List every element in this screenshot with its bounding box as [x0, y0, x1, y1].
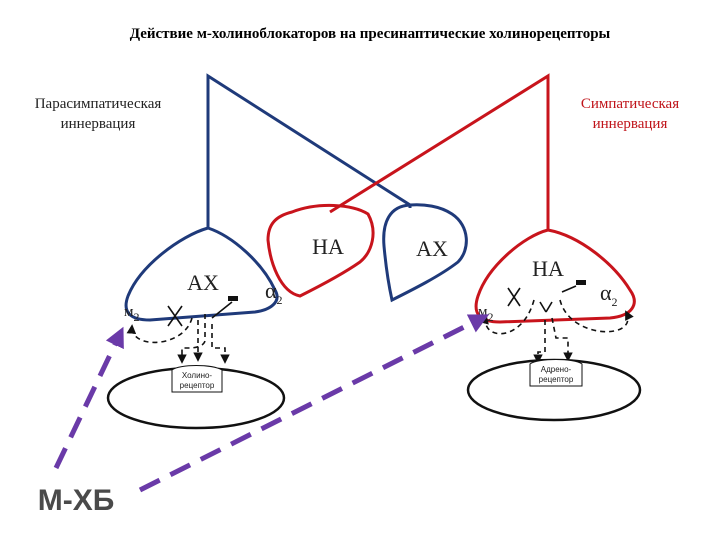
right-m2-label: м2	[478, 304, 494, 324]
diagram-title: Действие м-холиноблокаторов на пресинапт…	[130, 26, 611, 42]
center-sympathetic-terminal	[266, 203, 375, 298]
right-alpha2-label: α2	[600, 280, 618, 309]
right-na-label: НА	[532, 256, 564, 281]
sympathetic-label-line1: Симпатическая	[581, 96, 679, 112]
center-na-label: НА	[312, 234, 344, 259]
drug-arrow-right	[138, 314, 490, 493]
left-alpha2-label: α2	[265, 278, 283, 307]
sympathetic-fiber	[329, 73, 550, 230]
left-parasympathetic-terminal	[124, 226, 279, 322]
left-feedback-arrows	[126, 296, 238, 364]
parasympathetic-label-line1: Парасимпатическая	[35, 96, 162, 112]
adrenoreceptor-pad	[529, 359, 583, 387]
parasympathetic-label-line2: иннервация	[61, 116, 136, 132]
right-feedback-arrows	[479, 280, 634, 364]
adrenoreceptor-label-line2: рецептор	[539, 375, 574, 384]
mhb-drug-label: М-ХБ	[38, 484, 115, 517]
cholinoreceptor-pad	[171, 365, 223, 393]
center-ach-label: АХ	[416, 236, 448, 261]
sympathetic-label-line2: иннервация	[593, 116, 668, 132]
cholinoreceptor-label-line1: Холино-	[182, 371, 213, 380]
left-m2-label: м2	[124, 304, 140, 324]
drug-arrow-left	[53, 326, 124, 470]
right-sympathetic-terminal	[474, 228, 636, 324]
parasympathetic-fiber	[206, 73, 412, 228]
left-ach-label: АХ	[187, 270, 219, 295]
cholinoreceptor-label-line2: рецептор	[180, 381, 215, 390]
center-parasympathetic-terminal	[382, 203, 468, 303]
adrenoreceptor-label-line1: Адрено-	[541, 365, 572, 374]
